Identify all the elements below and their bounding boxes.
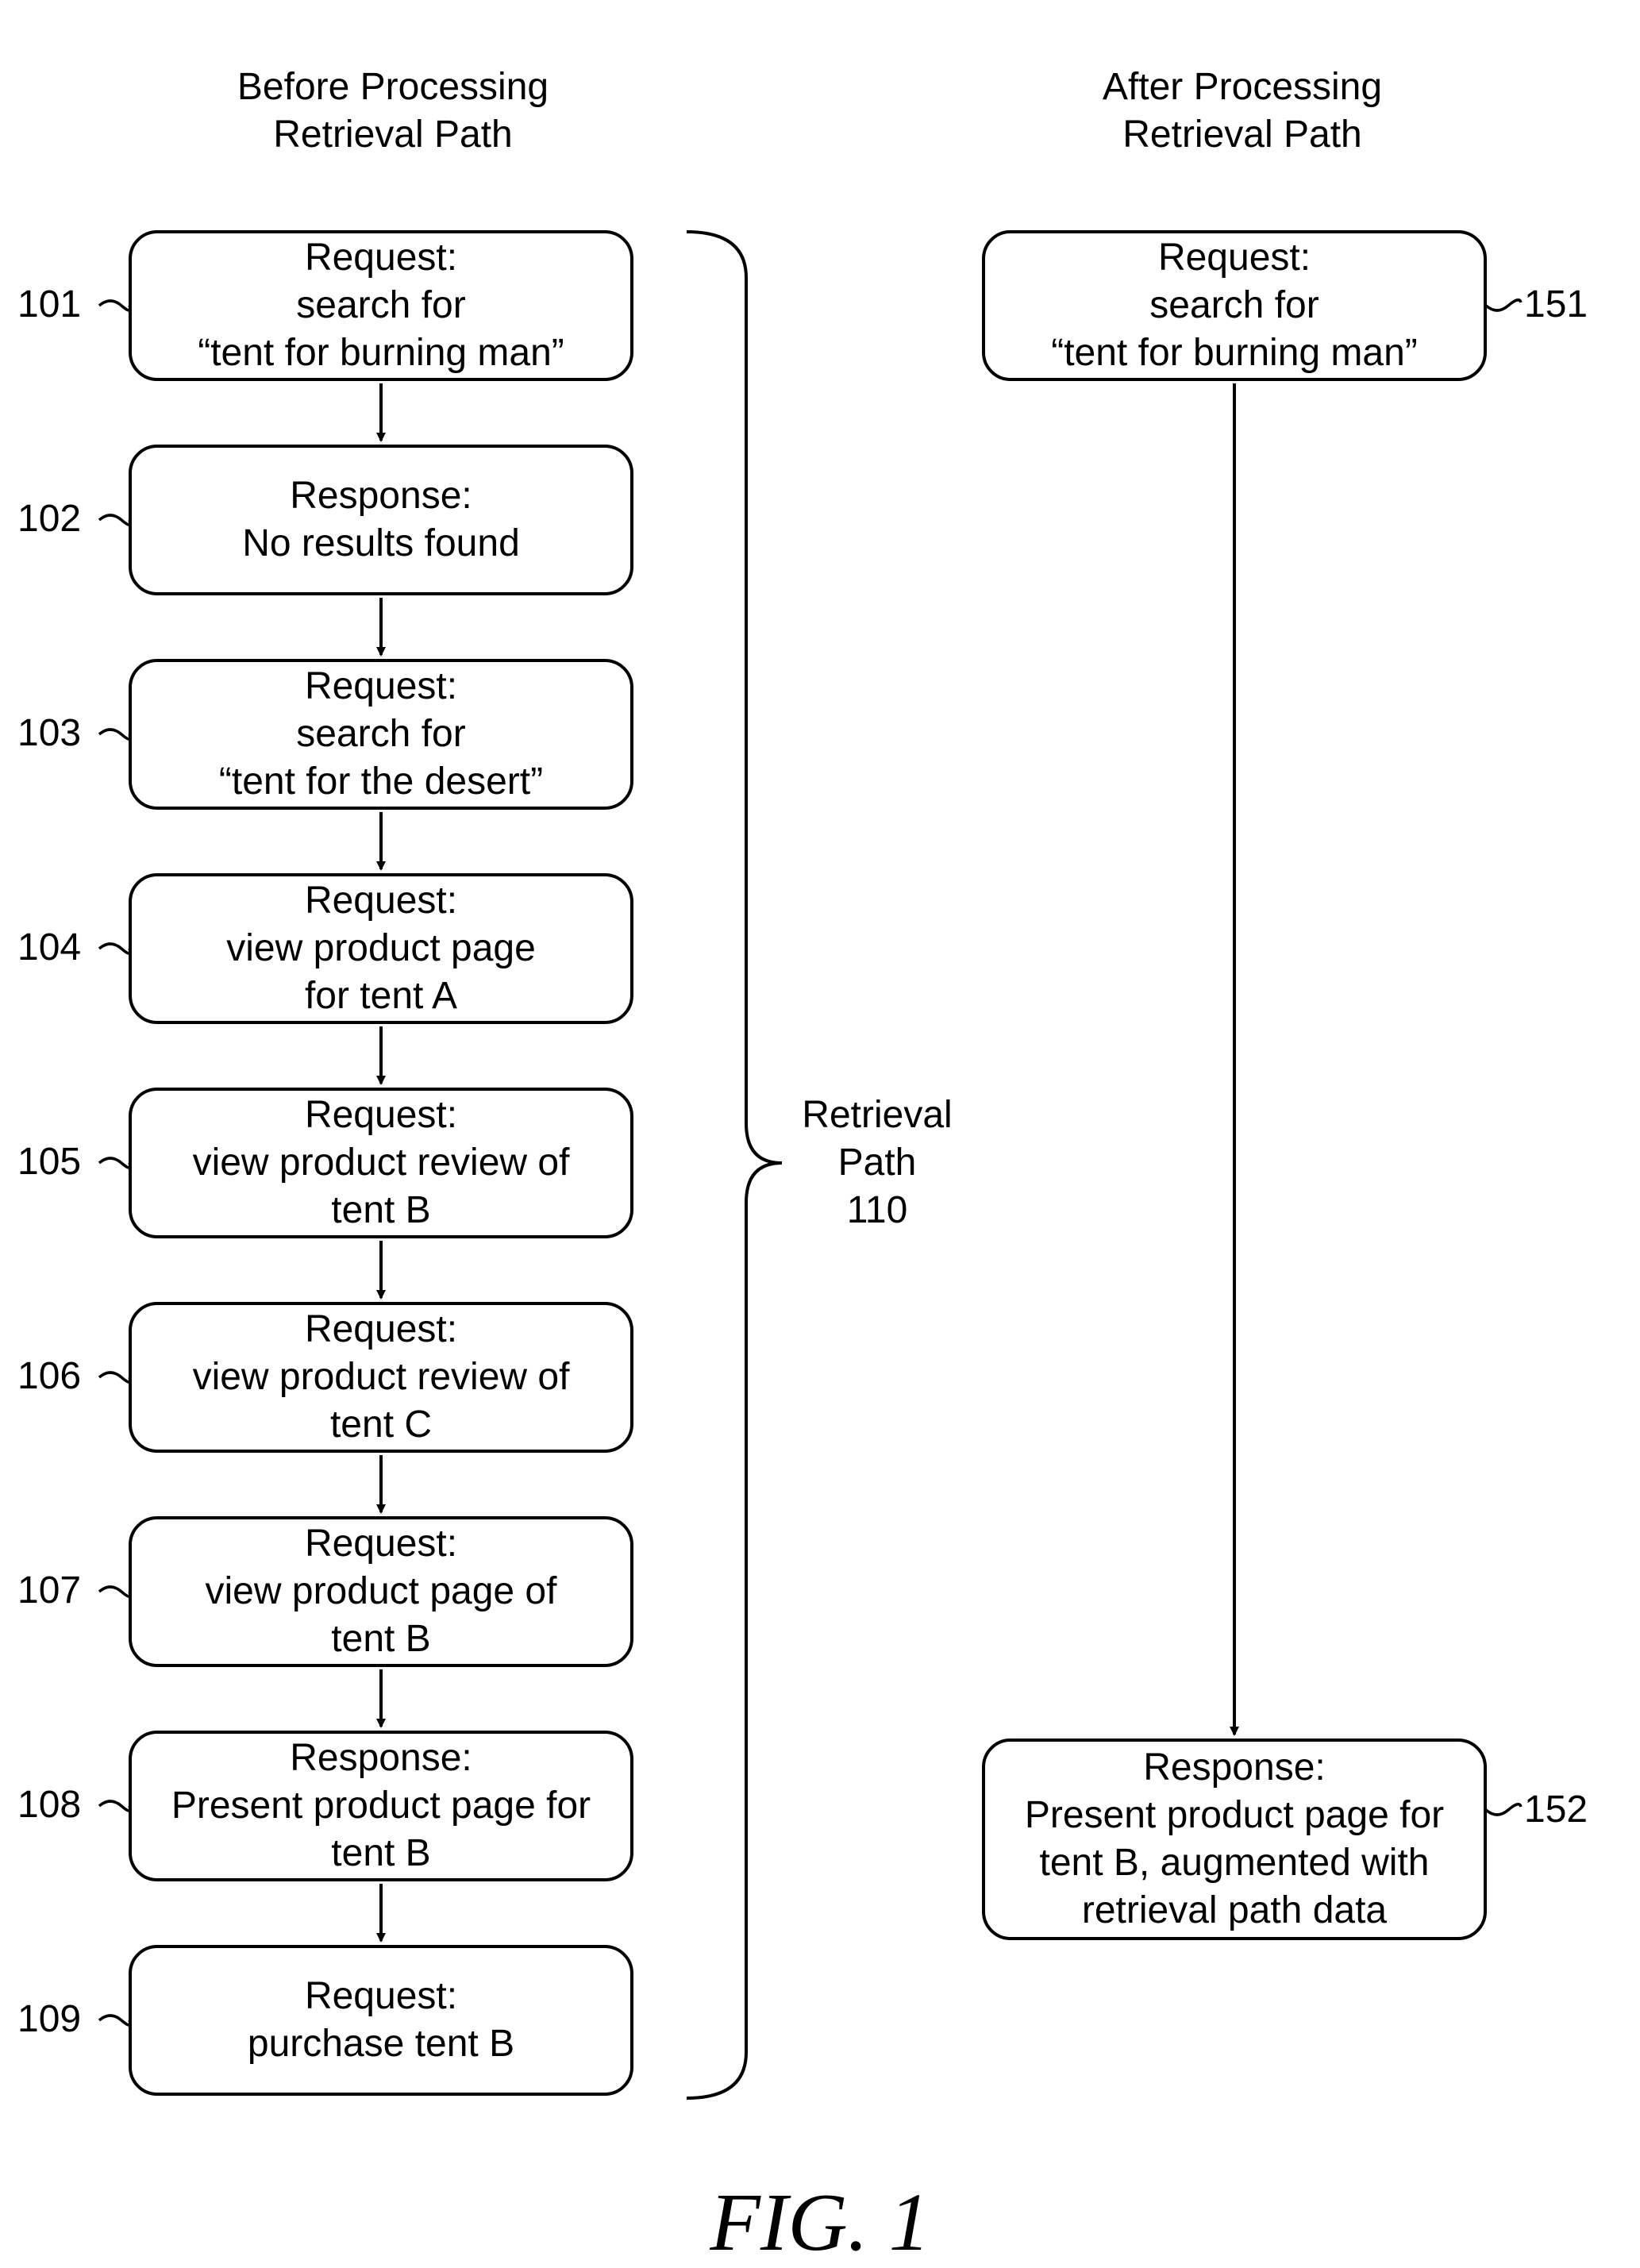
- leader-107: [99, 1587, 130, 1596]
- step-box-108: Response: Present product page for tent …: [129, 1731, 633, 1881]
- ref-102: 102: [17, 495, 81, 543]
- step-text-108: Response: Present product page for tent …: [132, 1735, 630, 1877]
- step-text-104: Request: view product page for tent A: [132, 877, 630, 1020]
- ref-151: 151: [1524, 281, 1588, 329]
- step-box-105: Request: view product review of tent B: [129, 1088, 633, 1238]
- figure-label: FIG. 1: [0, 2179, 1640, 2266]
- step-text-105: Request: view product review of tent B: [132, 1092, 630, 1234]
- ref-152: 152: [1524, 1786, 1588, 1834]
- leader-105: [99, 1158, 130, 1168]
- step-box-103: Request: search for “tent for the desert…: [129, 659, 633, 810]
- step-box-106: Request: view product review of tent C: [129, 1302, 633, 1453]
- ref-106: 106: [17, 1353, 81, 1400]
- ref-101: 101: [17, 281, 81, 329]
- retrieval-path-label: Retrieval Path 110: [782, 1092, 972, 1234]
- step-text-101: Request: search for “tent for burning ma…: [132, 234, 630, 377]
- step-box-151: Request: search for “tent for burning ma…: [982, 230, 1487, 381]
- leader-102: [99, 515, 130, 525]
- step-text-107: Request: view product page of tent B: [132, 1520, 630, 1663]
- step-box-101: Request: search for “tent for burning ma…: [129, 230, 633, 381]
- ref-103: 103: [17, 710, 81, 757]
- leader-103: [99, 730, 130, 739]
- leader-106: [99, 1373, 130, 1382]
- step-box-152: Response: Present product page for tent …: [982, 1739, 1487, 1940]
- step-box-109: Request: purchase tent B: [129, 1945, 633, 2096]
- ref-104: 104: [17, 924, 81, 972]
- leader-152: [1486, 1804, 1521, 1815]
- step-text-106: Request: view product review of tent C: [132, 1306, 630, 1449]
- leader-109: [99, 2016, 130, 2025]
- step-box-102: Response: No results found: [129, 445, 633, 595]
- ref-109: 109: [17, 1996, 81, 2043]
- step-text-109: Request: purchase tent B: [132, 1973, 630, 2068]
- ref-108: 108: [17, 1781, 81, 1829]
- leader-104: [99, 944, 130, 953]
- step-text-103: Request: search for “tent for the desert…: [132, 663, 630, 806]
- ref-105: 105: [17, 1138, 81, 1186]
- step-text-152: Response: Present product page for tent …: [985, 1744, 1484, 1935]
- step-text-102: Response: No results found: [132, 472, 630, 568]
- ref-107: 107: [17, 1567, 81, 1615]
- step-box-107: Request: view product page of tent B: [129, 1516, 633, 1667]
- step-text-151: Request: search for “tent for burning ma…: [985, 234, 1484, 377]
- leader-101: [99, 301, 130, 310]
- retrieval-path-brace: [687, 232, 782, 2098]
- leader-151: [1486, 300, 1521, 310]
- step-box-104: Request: view product page for tent A: [129, 873, 633, 1024]
- leader-108: [99, 1801, 130, 1811]
